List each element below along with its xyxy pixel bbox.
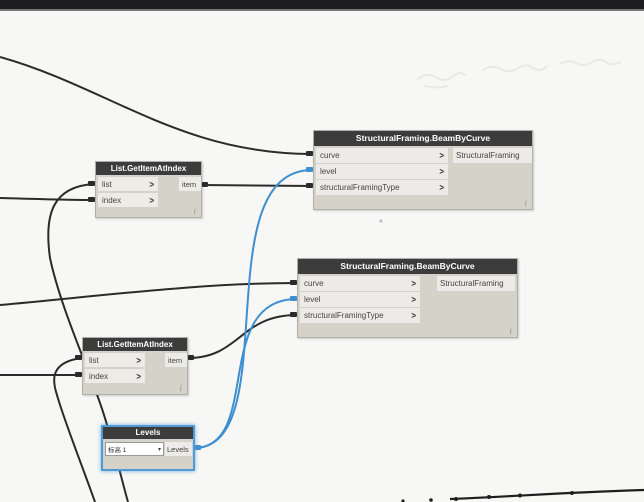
input-port-list[interactable]: list > [85, 353, 145, 367]
node-beambycurve-2[interactable]: StructuralFraming.BeamByCurve curve > le… [297, 258, 518, 338]
chevron-right-icon: > [136, 370, 141, 382]
input-port-curve[interactable]: curve > [300, 276, 420, 291]
wire[interactable] [53, 357, 96, 502]
faint-annotation-scribble [417, 58, 621, 89]
output-port-levels[interactable]: Levels [165, 442, 192, 456]
port-label: Levels [167, 444, 189, 454]
input-port-index[interactable]: index > [85, 369, 145, 383]
input-port-structuralframingtype[interactable]: structuralFramingType > [300, 308, 420, 323]
node-title[interactable]: List.GetItemAtIndex [83, 338, 187, 351]
dotted-wire-bottom-curve [449, 488, 644, 501]
node-title[interactable]: StructuralFraming.BeamByCurve [298, 259, 517, 274]
chevron-right-icon: > [411, 310, 416, 321]
port-label: StructuralFraming [440, 279, 504, 288]
chevron-right-icon: > [149, 194, 154, 206]
port-label: list [102, 179, 112, 189]
node-beambycurve-1[interactable]: StructuralFraming.BeamByCurve curve > le… [313, 130, 533, 210]
port-label: curve [304, 279, 324, 288]
node-title[interactable]: StructuralFraming.BeamByCurve [314, 131, 532, 146]
port-label: item [182, 179, 197, 189]
port-label: structuralFramingType [304, 311, 384, 320]
node-title[interactable]: List.GetItemAtIndex [96, 162, 201, 175]
info-icon[interactable]: i [524, 198, 527, 208]
wire[interactable] [201, 184, 314, 187]
node-title[interactable]: Levels [103, 427, 193, 439]
port-label: StructuralFraming [456, 151, 520, 160]
chevron-down-icon: ▾ [157, 446, 161, 453]
port-label: item [168, 355, 183, 365]
chevron-right-icon: > [149, 178, 154, 190]
output-port-item[interactable]: item [165, 353, 187, 367]
port-label: index [102, 195, 122, 205]
info-icon[interactable]: i [179, 383, 182, 393]
node-getitematindex-2[interactable]: List.GetItemAtIndex list > index > item … [82, 337, 188, 395]
wire[interactable] [187, 314, 298, 359]
wire-blue[interactable] [194, 298, 298, 449]
port-label: level [304, 295, 321, 304]
port-label: curve [320, 151, 340, 160]
tiny-speck [379, 219, 383, 223]
wire[interactable] [0, 56, 314, 155]
input-port-index[interactable]: index > [98, 193, 158, 207]
output-port-structuralframing[interactable]: StructuralFraming [453, 148, 532, 163]
wire[interactable] [0, 197, 96, 201]
chevron-right-icon: > [439, 182, 444, 193]
wire-blue[interactable] [194, 168, 314, 449]
port-label: level [320, 167, 337, 176]
chevron-right-icon: > [411, 294, 416, 305]
input-port-level[interactable]: level > [300, 292, 420, 307]
chevron-right-icon: > [439, 150, 444, 161]
node-getitematindex-1[interactable]: List.GetItemAtIndex list > index > item … [95, 161, 202, 218]
info-icon[interactable]: i [193, 206, 196, 216]
port-label: list [89, 355, 99, 365]
output-port-item[interactable]: item [179, 177, 201, 191]
port-label: index [89, 371, 109, 381]
top-black-bar [0, 0, 644, 11]
chevron-right-icon: > [439, 166, 444, 177]
info-icon[interactable]: i [509, 326, 512, 336]
wire[interactable] [0, 282, 298, 306]
input-port-level[interactable]: level > [316, 164, 448, 179]
chevron-right-icon: > [411, 278, 416, 289]
input-port-curve[interactable]: curve > [316, 148, 448, 163]
dropdown-value: 标高 1 [108, 447, 127, 454]
input-port-list[interactable]: list > [98, 177, 158, 191]
level-dropdown[interactable]: 标高 1 ▾ [105, 442, 164, 456]
input-port-structuralframingtype[interactable]: structuralFramingType > [316, 180, 448, 195]
chevron-right-icon: > [136, 354, 141, 366]
node-levels-selected[interactable]: Levels 标高 1 ▾ Levels [101, 425, 195, 471]
port-label: structuralFramingType [320, 183, 400, 192]
output-port-structuralframing[interactable]: StructuralFraming [437, 276, 515, 291]
